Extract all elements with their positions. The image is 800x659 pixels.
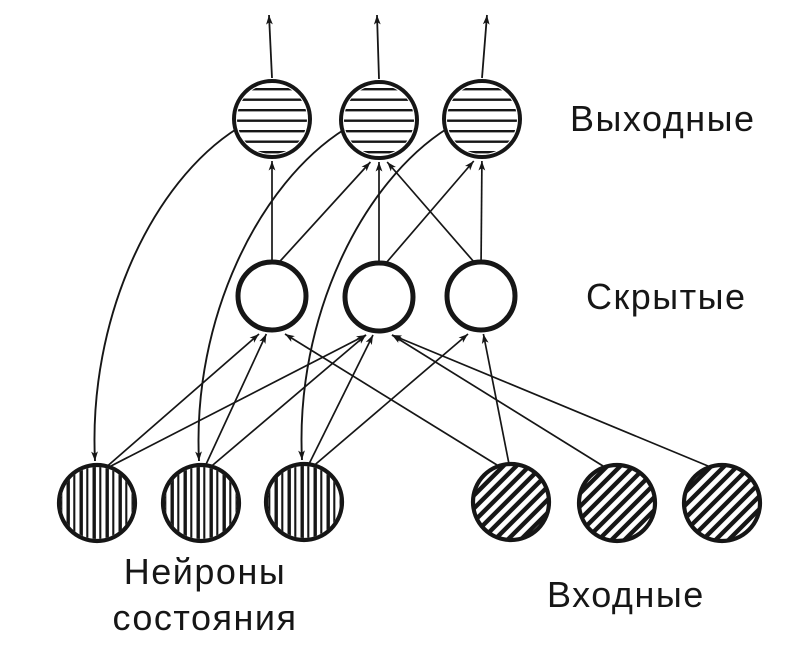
state-neuron-S2 bbox=[160, 462, 242, 544]
hidden-neuron-H1 bbox=[235, 259, 309, 333]
diagonal-hatch-fill bbox=[685, 466, 759, 540]
edge-S1-H1 bbox=[106, 333, 260, 467]
edge-I2-H2 bbox=[391, 334, 604, 467]
edge-H1-O2 bbox=[277, 161, 372, 264]
hidden-neuron-H3 bbox=[444, 259, 518, 333]
output-arrow-O1 bbox=[266, 14, 273, 79]
edge-S1-H2 bbox=[110, 334, 367, 467]
vertical-hatch-fill bbox=[61, 467, 133, 539]
input-neuron-I1 bbox=[470, 461, 552, 543]
edge-O1-S1 bbox=[91, 127, 239, 462]
edge-O2-S2 bbox=[195, 128, 346, 462]
output-arrow-O3 bbox=[481, 14, 490, 79]
edge-O3-S3 bbox=[298, 127, 449, 461]
input-neuron-I2 bbox=[576, 462, 658, 544]
edge-I3-H2 bbox=[391, 334, 709, 467]
vertical-hatch-fill bbox=[268, 466, 340, 538]
horizontal-hatch-fill bbox=[237, 84, 307, 154]
state-neuron-S3 bbox=[263, 461, 345, 543]
nodes-group bbox=[56, 79, 763, 544]
diagonal-hatch-fill bbox=[474, 465, 548, 539]
edge-S3-H2 bbox=[307, 334, 374, 466]
edge-S2-H2 bbox=[211, 334, 367, 467]
horizontal-hatch-fill bbox=[344, 85, 414, 155]
hidden-neuron-H2 bbox=[342, 260, 416, 334]
output-arrow-O2 bbox=[373, 14, 381, 80]
edge-H2-O3 bbox=[384, 160, 475, 265]
horizontal-hatch-fill bbox=[447, 84, 517, 154]
output-neuron-O3 bbox=[442, 79, 522, 159]
label-output-layer: Выходные bbox=[570, 98, 756, 139]
output-neuron-O1 bbox=[232, 79, 312, 159]
edge-S2-H1 bbox=[204, 333, 268, 467]
input-neuron-I3 bbox=[681, 462, 763, 544]
output-neuron-O2 bbox=[339, 80, 419, 160]
vertical-hatch-fill bbox=[165, 467, 237, 539]
edge-H3-O2 bbox=[386, 161, 476, 264]
edges-group bbox=[91, 14, 709, 467]
label-hidden-layer: Скрытые bbox=[586, 276, 747, 317]
label-input-layer: Входные bbox=[547, 574, 705, 615]
state-neuron-S1 bbox=[56, 462, 138, 544]
edge-I1-H1 bbox=[284, 333, 498, 466]
label-state-line1: Нейроны bbox=[123, 551, 287, 592]
label-state-line2: состояния bbox=[112, 597, 298, 638]
edge-H3-O3 bbox=[478, 160, 486, 264]
label-state-neurons: Нейроны состояния bbox=[79, 549, 331, 641]
diagonal-hatch-fill bbox=[580, 466, 654, 540]
